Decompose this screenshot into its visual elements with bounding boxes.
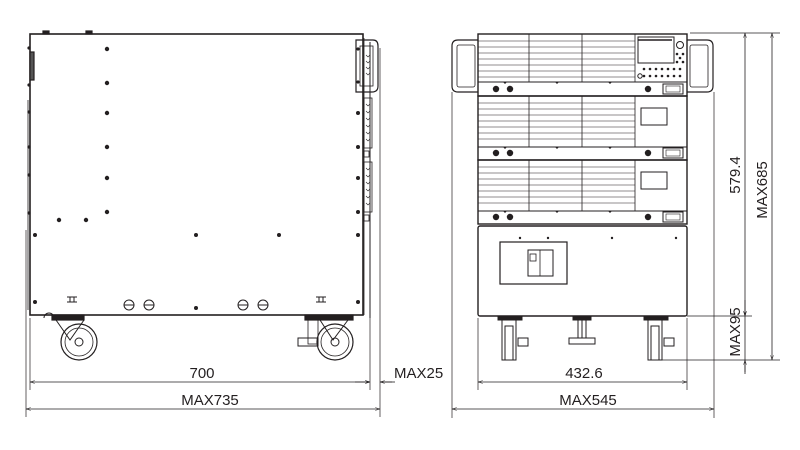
side-dim-max735-label: MAX735 xyxy=(181,392,239,409)
front-left-handle xyxy=(451,39,478,93)
front-dim-max545-label: MAX545 xyxy=(559,392,617,409)
front-unit-1 xyxy=(477,33,688,97)
controller-display xyxy=(637,36,675,64)
side-terminal-block xyxy=(363,97,373,149)
side-dim-700-label: 700 xyxy=(189,365,214,382)
front-dim-max685-label: MAX685 xyxy=(754,161,771,219)
side-dim-max25-label: MAX25 xyxy=(394,365,443,382)
side-left-caster xyxy=(43,312,98,361)
front-unit-2 xyxy=(477,95,688,161)
side-handle xyxy=(355,39,379,93)
front-view xyxy=(451,32,780,418)
side-cabinet-body xyxy=(29,33,364,316)
front-right-handle xyxy=(687,39,714,93)
front-left-caster xyxy=(497,315,529,361)
breaker-switch xyxy=(527,249,554,277)
side-left-panel-strip xyxy=(29,51,35,81)
front-unit-3 xyxy=(477,159,688,225)
breaker-panel xyxy=(499,241,568,285)
front-base-cabinet xyxy=(477,225,688,317)
front-dim-579-label: 579.4 xyxy=(727,156,744,194)
front-dim-432-label: 432.6 xyxy=(565,365,603,382)
front-dim-max95-label: MAX95 xyxy=(727,307,744,356)
side-terminal-block xyxy=(363,161,373,213)
side-slotted-screws xyxy=(123,299,269,311)
front-leveling-foot xyxy=(568,315,596,345)
side-right-caster xyxy=(297,314,354,361)
front-right-caster xyxy=(643,315,675,361)
side-rivets xyxy=(27,46,360,310)
side-view xyxy=(25,30,395,417)
